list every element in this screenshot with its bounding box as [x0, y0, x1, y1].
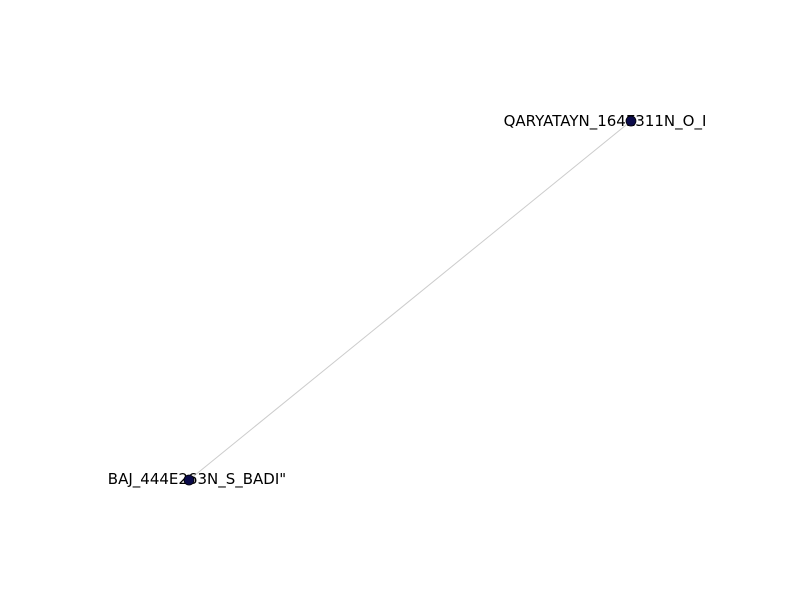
edge-line	[188, 120, 632, 481]
node-label-qaryatayn: QARYATAYN_164E311N_O_I	[504, 112, 707, 131]
node-qaryatayn[interactable]	[625, 115, 637, 127]
node-label-baj: BAJ_444E263N_S_BADI"	[108, 470, 286, 489]
node-baj[interactable]	[183, 474, 195, 486]
